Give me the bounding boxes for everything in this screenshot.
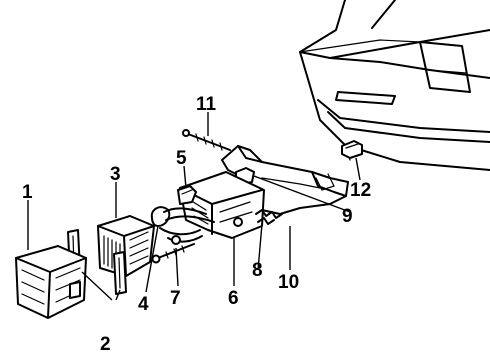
callout-11: 11 <box>196 94 217 115</box>
part-1-bezel <box>15 245 87 319</box>
part-3-lens <box>97 215 155 277</box>
callout-3: 3 <box>110 164 121 185</box>
part-4-bulb-wiring <box>150 206 215 245</box>
callout-5: 5 <box>176 148 187 169</box>
callout-9: 9 <box>342 206 353 227</box>
callout-2: 2 <box>100 334 111 355</box>
part-11-bolt <box>182 129 231 151</box>
callout-8: 8 <box>252 260 263 281</box>
part-7-screw <box>151 243 195 264</box>
part-5-connector <box>177 185 197 205</box>
callout-6: 6 <box>228 288 239 309</box>
callout-1: 1 <box>22 182 33 203</box>
callout-labels: 1 2 3 4 5 6 7 8 9 10 11 12 <box>22 94 371 355</box>
callout-7: 7 <box>170 288 181 309</box>
part-8-spring <box>255 209 283 225</box>
callout-12: 12 <box>350 180 371 201</box>
callout-10: 10 <box>278 272 299 293</box>
leader-lines <box>27 112 361 301</box>
callout-4: 4 <box>138 294 149 315</box>
part-12-clip <box>341 140 363 159</box>
vehicle-front-corner <box>299 0 490 171</box>
